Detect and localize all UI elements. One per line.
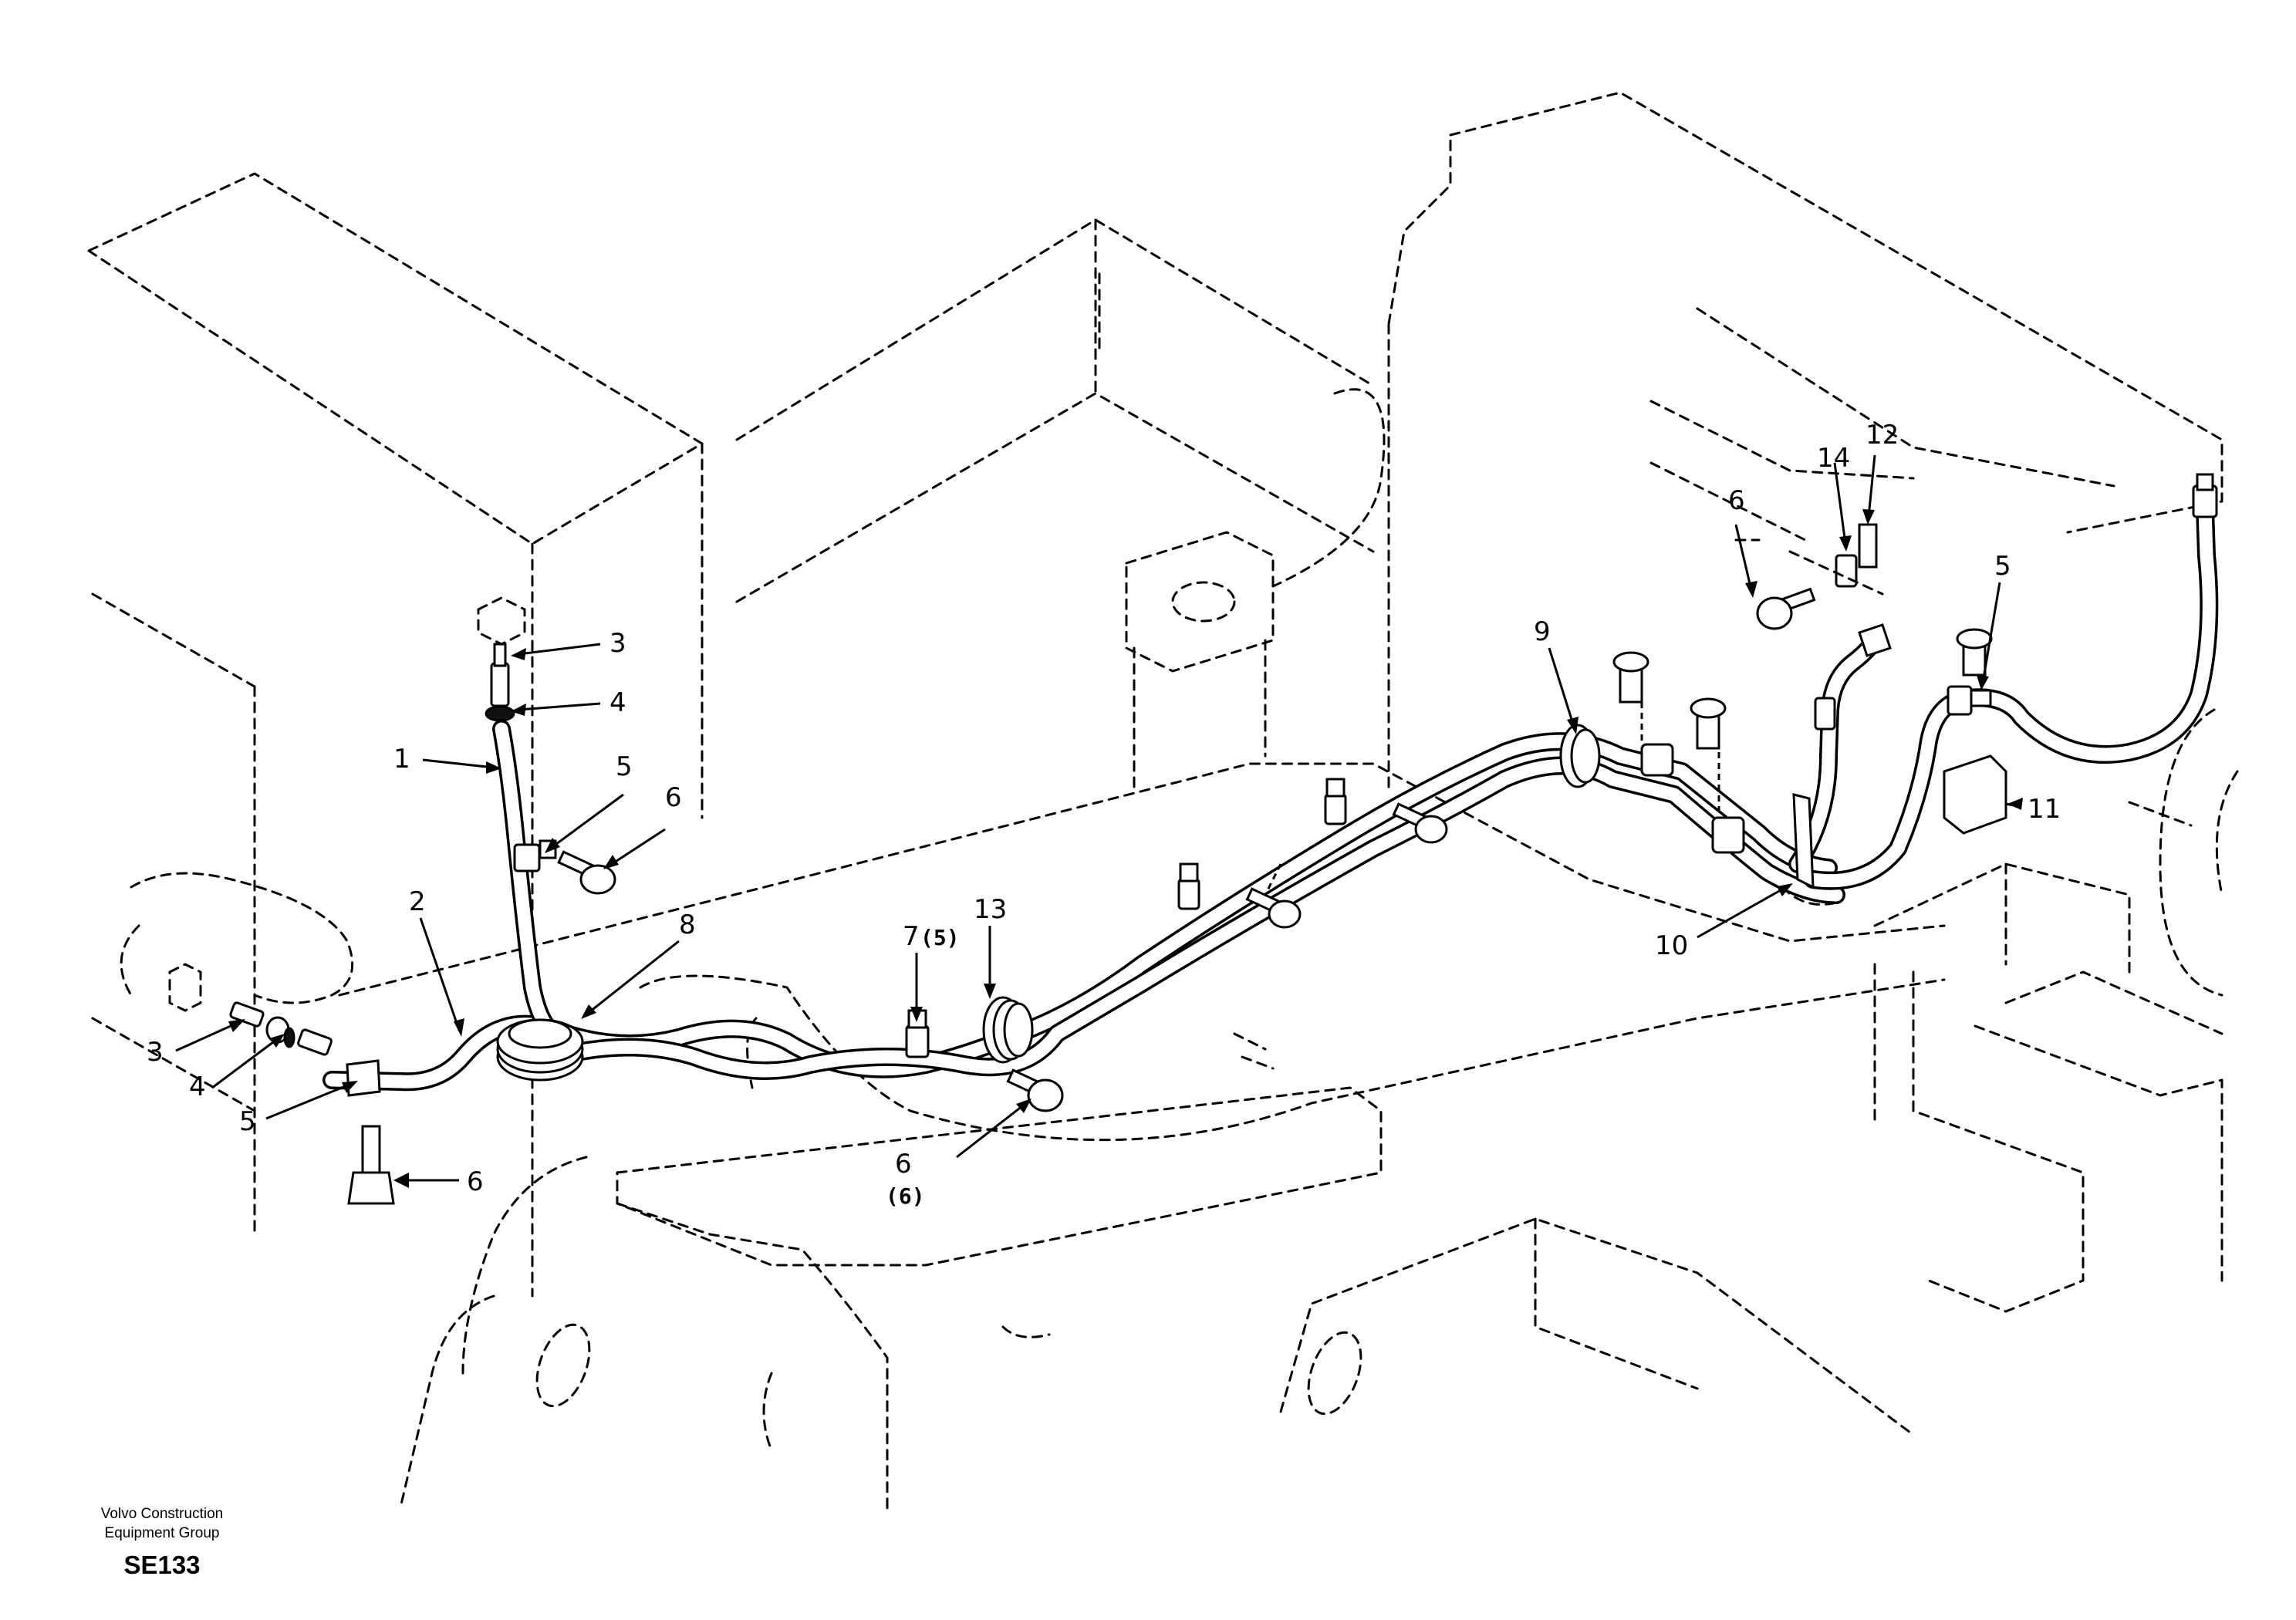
callout-10: 10 bbox=[1655, 930, 1688, 961]
callout-6-qty: (6) bbox=[886, 1183, 925, 1209]
callout-7: 7 bbox=[903, 921, 920, 952]
callout-4-left: 4 bbox=[189, 1072, 206, 1102]
callout-labels: 3 4 1 5 6 2 8 3 4 5 6 7 (5) 13 6 (6) 9 1… bbox=[147, 420, 2061, 1209]
callout-8: 8 bbox=[679, 910, 696, 940]
callout-7-qty: (5) bbox=[920, 925, 960, 950]
callout-1: 1 bbox=[393, 744, 410, 775]
callout-9: 9 bbox=[1534, 616, 1551, 647]
machine-outline bbox=[87, 91, 2239, 1514]
callout-5-left: 5 bbox=[239, 1106, 256, 1137]
callout-6-top: 6 bbox=[665, 782, 682, 813]
callout-11: 11 bbox=[2028, 794, 2061, 825]
callout-4-top: 4 bbox=[609, 687, 626, 718]
publisher-line-1: Volvo Construction bbox=[100, 1506, 224, 1522]
hose-1 bbox=[492, 720, 565, 1043]
publisher-line-2: Equipment Group bbox=[104, 1525, 220, 1541]
callout-3-top: 3 bbox=[609, 628, 626, 659]
publisher-footer: Volvo Construction Equipment Group SE133 bbox=[46, 1504, 278, 1580]
callout-14: 14 bbox=[1817, 443, 1850, 474]
diagram-code: SE133 bbox=[123, 1551, 201, 1579]
callout-3-left: 3 bbox=[147, 1037, 164, 1068]
callout-2: 2 bbox=[409, 886, 426, 917]
callout-12: 13 bbox=[974, 894, 1007, 925]
hose-lower bbox=[546, 756, 1845, 1080]
callout-13: 12 bbox=[1866, 420, 1899, 451]
callout-6-left: 6 bbox=[467, 1166, 484, 1197]
callout-6-center: 6 bbox=[895, 1149, 912, 1180]
hardware bbox=[229, 473, 2218, 1205]
leader-lines bbox=[175, 454, 2023, 1188]
callout-6-right: 6 bbox=[1728, 485, 1745, 516]
callout-5-right: 5 bbox=[1994, 551, 2011, 582]
callout-5-top: 5 bbox=[616, 751, 633, 782]
